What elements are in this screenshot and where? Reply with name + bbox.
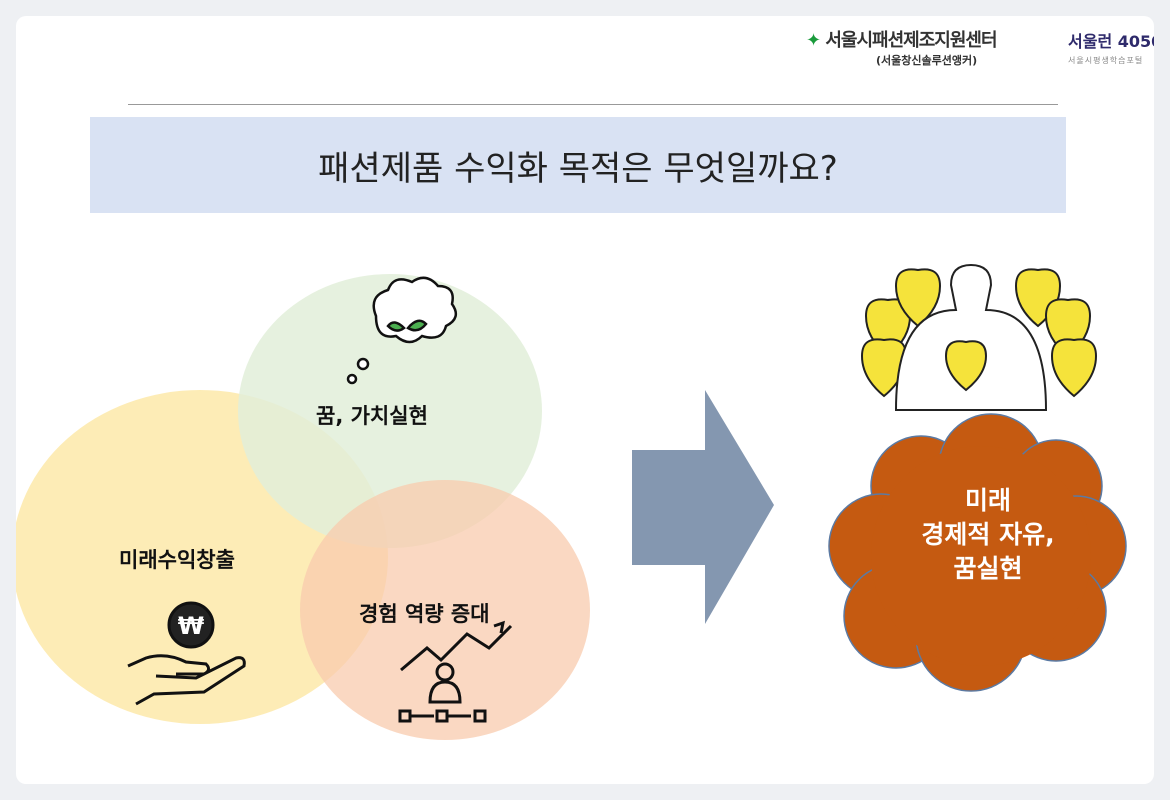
arrow-icon (632, 390, 774, 624)
venn-label-experience: 경험 역량 증대 (359, 602, 490, 626)
org-logo-icon: ✦ (806, 30, 821, 51)
org-sub: (서울창신솔루션앵커) (876, 54, 978, 67)
divider (128, 104, 1058, 105)
slide: ✦ 서울시패션제조지원센터 (서울창신솔루션앵커) 서울런 4050 서울시평생… (16, 16, 1154, 784)
thought-cloud-sprout-icon (346, 276, 458, 385)
venn-circle-experience (300, 480, 590, 740)
result-line: 경제적 자유, (921, 520, 1055, 549)
diagram: ₩ (16, 263, 1127, 740)
svg-text:₩: ₩ (178, 612, 205, 640)
result-line: 꿈실현 (953, 554, 1023, 583)
partner-logo: 서울런 4050 (1068, 32, 1154, 51)
result-line: 미래 (964, 486, 1011, 515)
person-growth-icon (398, 620, 513, 723)
venn-label-income: 미래수익창출 (119, 548, 235, 572)
person-with-golden-hearts-illustration (860, 263, 1098, 411)
venn-circle-dream (238, 274, 542, 548)
org-logo: ✦ 서울시패션제조지원센터 (806, 30, 998, 52)
result-text: 미래 경제적 자유, 꿈실현 (846, 484, 1130, 586)
org-name: 서울시패션제조지원센터 (825, 30, 997, 51)
venn-label-dream: 꿈, 가치실현 (316, 404, 428, 428)
page-title: 패션제품 수익화 목적은 무엇일까요? (90, 117, 1066, 213)
hand-coin-won-icon: ₩ (127, 601, 246, 706)
result-cloud (828, 413, 1127, 692)
partner-sub: 서울시평생학습포털 (1068, 56, 1144, 65)
